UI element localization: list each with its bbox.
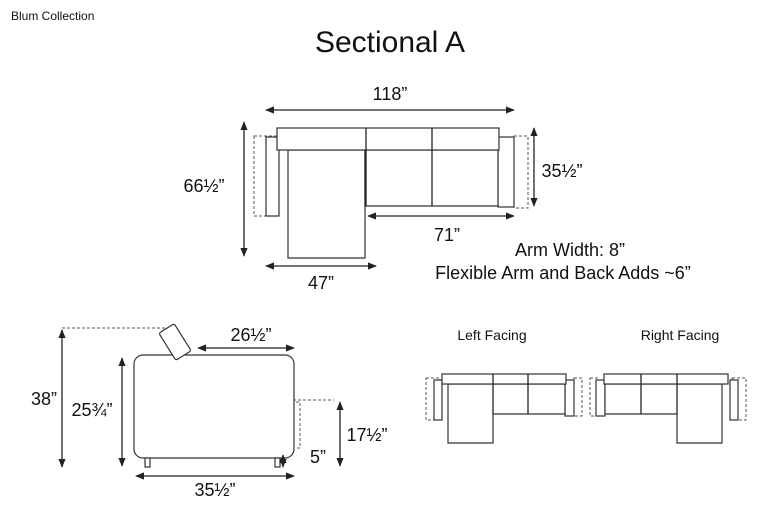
right-facing-label: Right Facing [641, 327, 720, 343]
left-facing-label: Left Facing [457, 327, 526, 343]
left-facing-diagram [425, 373, 583, 444]
sofa-side-body [133, 354, 295, 459]
back-leg [274, 457, 281, 468]
right-facing-diagram [589, 373, 747, 444]
overall-width-label: 118” [373, 84, 408, 104]
left-arm [265, 136, 280, 217]
overall-depth-label: 66½” [183, 176, 224, 196]
right-arm [497, 136, 515, 208]
leg-height-label: 5” [310, 447, 326, 467]
side-view: 38” 25¾” 26½” 17½” 5” 35½” [31, 323, 388, 500]
front-leg [144, 457, 151, 468]
arm-width-note: Arm Width: 8” [515, 240, 625, 260]
total-height-label: 38” [31, 389, 57, 409]
headrest [159, 323, 191, 361]
flex-arm-side-outline [296, 401, 301, 449]
side-depth-label: 35½” [194, 480, 235, 500]
flexible-arm-note: Flexible Arm and Back Adds ~6” [435, 263, 691, 283]
sofa-depth-label: 35½” [541, 161, 582, 181]
back-cushions [276, 127, 500, 151]
sectional-outline [287, 149, 499, 259]
back-height-label: 25¾” [71, 400, 112, 420]
top-view: 118” 66½” 35½” 71” 47” [183, 84, 582, 293]
right-flex-arm-outline [513, 135, 529, 209]
sofa-section-width-label: 71” [434, 225, 460, 245]
chaise-width-label: 47” [308, 273, 334, 293]
page-title: Sectional A [314, 26, 466, 59]
brand-label: Blum Collection [11, 9, 95, 23]
arm-height-label: 17½” [346, 425, 387, 445]
seat-depth-label: 26½” [230, 325, 271, 345]
